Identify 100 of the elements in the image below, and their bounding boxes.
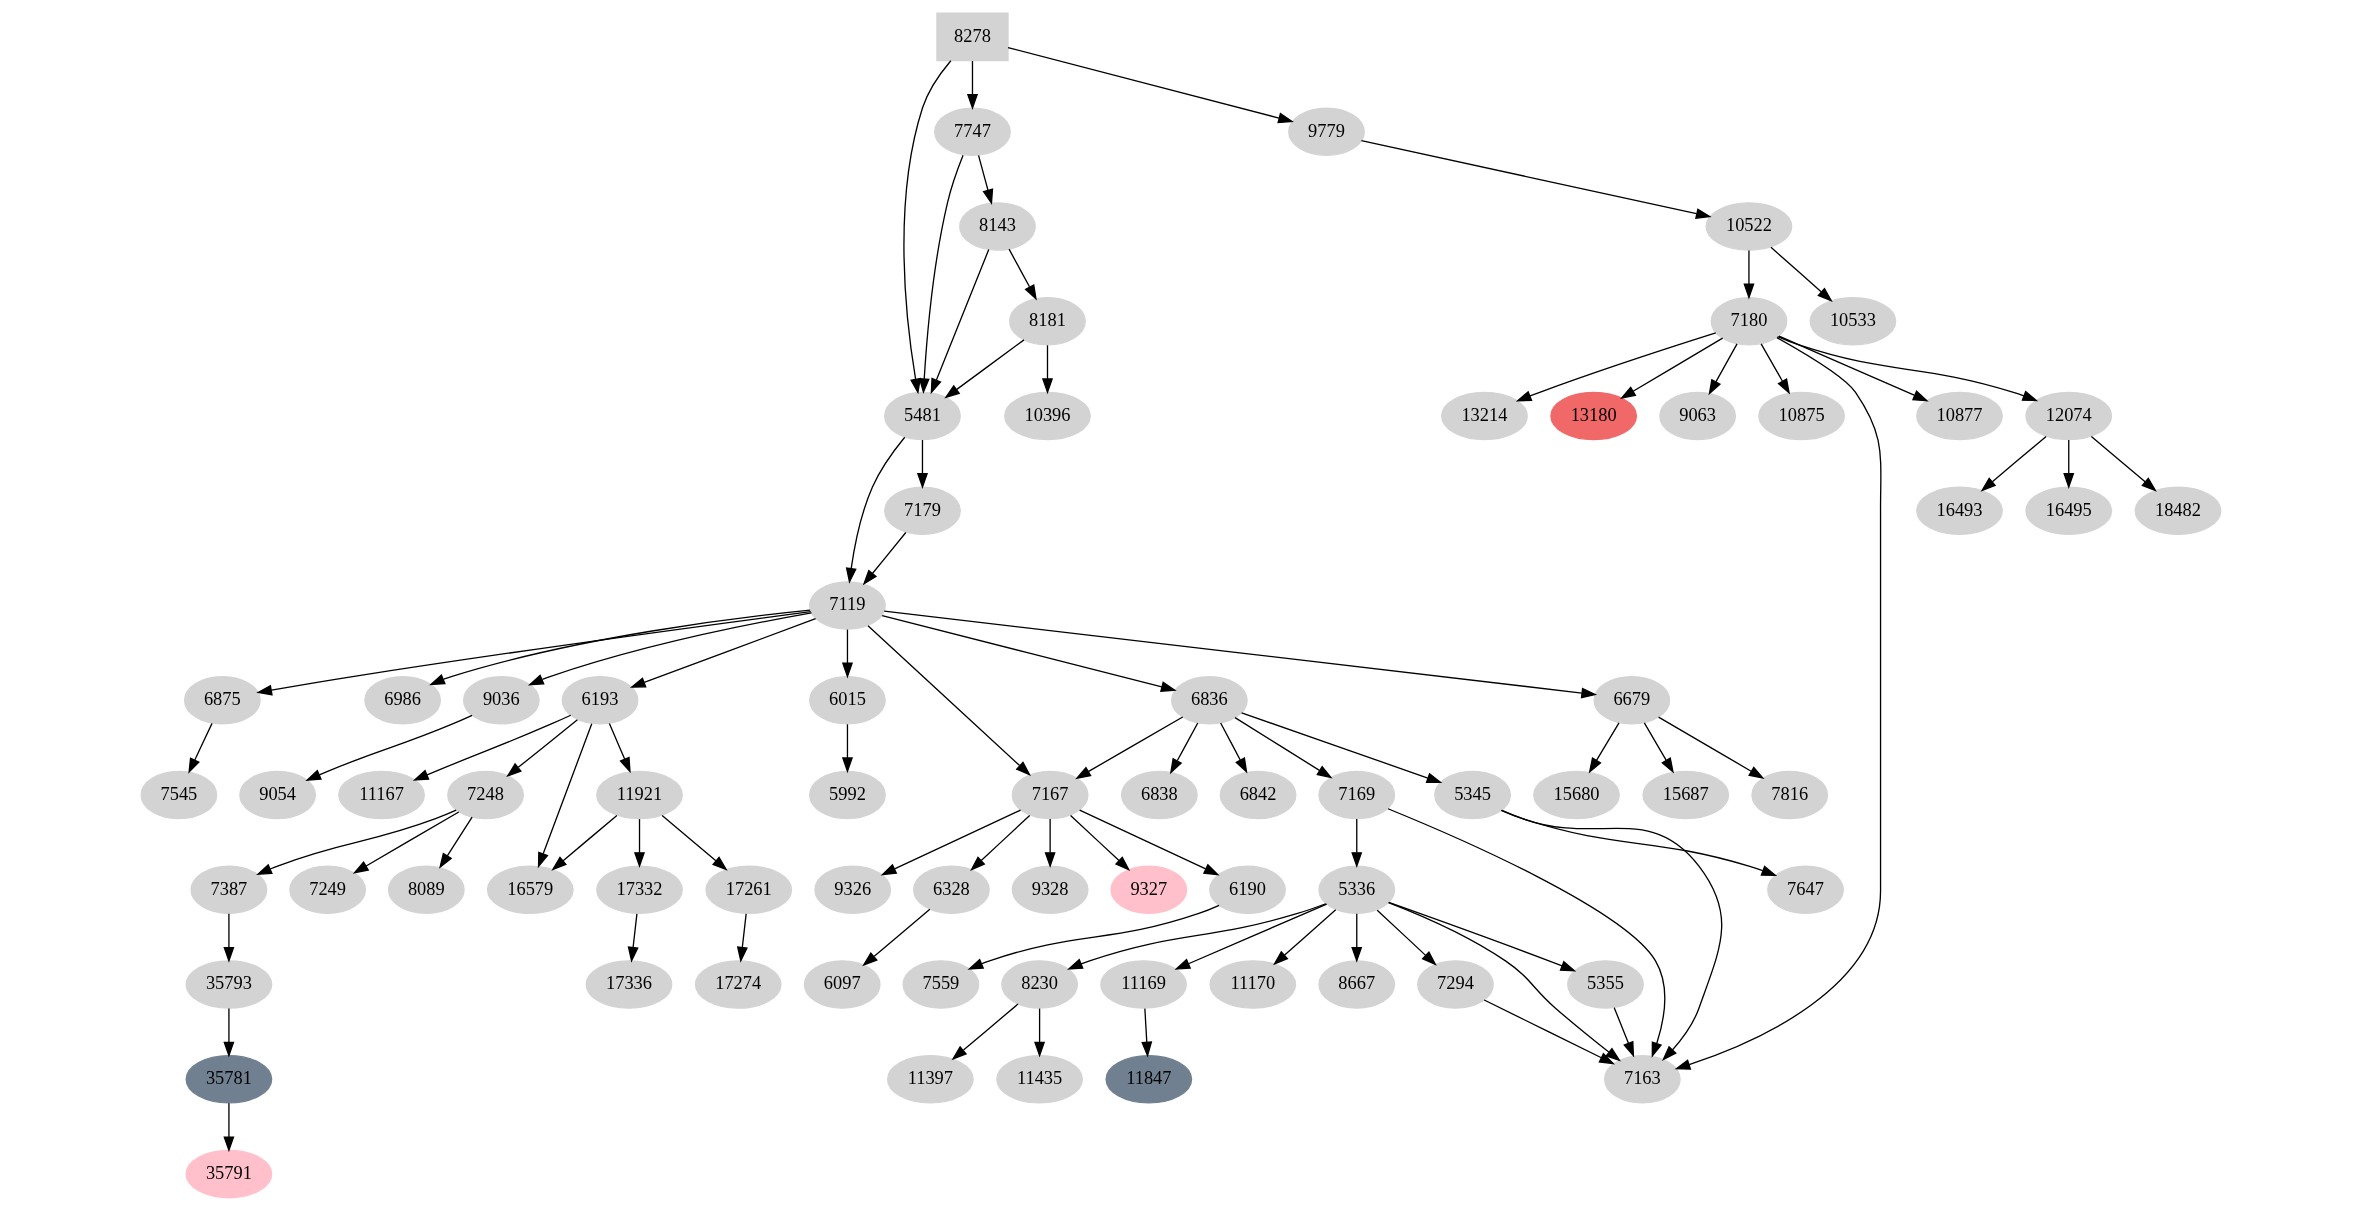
- arrow: [951, 1003, 1019, 1061]
- node-ellipse: 7816: [1751, 770, 1829, 820]
- node-ellipse: 5481: [884, 391, 961, 441]
- arrow: [223, 913, 235, 963]
- node-ellipse: 17336: [585, 960, 673, 1009]
- arrow: [1387, 901, 1621, 1062]
- arrow: [352, 811, 460, 874]
- arrow: [1643, 722, 1674, 774]
- node-ellipse: 6836: [1170, 675, 1248, 725]
- arrow: [1657, 716, 1765, 779]
- arrow: [1069, 814, 1131, 872]
- arrow: [918, 154, 964, 395]
- arrow: [439, 816, 473, 869]
- arrow: [1777, 335, 2039, 402]
- node-ellipse: 11167: [338, 770, 425, 820]
- node-ellipse: 17332: [596, 865, 683, 915]
- node-ellipse: 6015: [809, 675, 886, 725]
- node-box: 8278: [936, 12, 1009, 62]
- arrow: [188, 722, 213, 774]
- arrow: [1980, 435, 2047, 492]
- node-ellipse: 7167: [1011, 770, 1089, 820]
- node-ellipse: 17274: [694, 960, 782, 1009]
- node-ellipse: 6838: [1120, 770, 1198, 820]
- arrow: [967, 904, 1220, 970]
- arrow: [970, 814, 1031, 872]
- arrow: [551, 814, 618, 871]
- node-ellipse: 16495: [2025, 486, 2113, 536]
- arrow: [881, 615, 1177, 693]
- arrow: [916, 439, 928, 489]
- arrow: [1708, 343, 1738, 396]
- arrow: [862, 908, 931, 967]
- arrow: [1220, 722, 1248, 774]
- arrow: [1613, 1007, 1635, 1058]
- arrow: [736, 913, 748, 963]
- node-ellipse: 9779: [1288, 107, 1365, 157]
- node-ellipse: 35791: [185, 1149, 273, 1199]
- arrow: [1273, 909, 1337, 966]
- node-ellipse: 9063: [1659, 391, 1737, 441]
- arrow: [1034, 1007, 1046, 1058]
- arrow: [1351, 913, 1363, 963]
- arrow: [862, 531, 907, 586]
- node-ellipse: 9054: [239, 770, 317, 820]
- node-ellipse: 7747: [934, 107, 1011, 157]
- node-ellipse: 35793: [185, 960, 273, 1009]
- arrow: [537, 723, 593, 869]
- node-ellipse: 5336: [1318, 865, 1396, 915]
- arrow: [1351, 818, 1363, 868]
- arrow: [1174, 903, 1328, 970]
- node-ellipse: 35781: [185, 1054, 273, 1104]
- node-ellipse: 5355: [1567, 960, 1644, 1009]
- node-ellipse: 7559: [902, 960, 980, 1009]
- node-ellipse: 8089: [387, 865, 465, 915]
- node-ellipse: 6190: [1209, 865, 1286, 915]
- arrow: [1008, 248, 1037, 301]
- node-ellipse: 11921: [596, 770, 683, 820]
- node-ellipse: 5992: [809, 770, 886, 820]
- node-ellipse: 6842: [1219, 770, 1297, 820]
- node-ellipse: 11169: [1100, 960, 1187, 1009]
- arrow: [966, 60, 979, 110]
- node-ellipse: 6097: [803, 960, 881, 1009]
- arrow: [880, 809, 1022, 876]
- node-ellipse: 5345: [1434, 770, 1511, 820]
- node-ellipse: 11435: [996, 1054, 1083, 1104]
- node-ellipse: 8667: [1318, 960, 1396, 1009]
- arrow: [223, 1102, 235, 1153]
- node-ellipse: 12074: [2025, 391, 2113, 441]
- arrow: [930, 248, 990, 395]
- node-ellipse: 7248: [447, 770, 524, 820]
- arrow: [883, 610, 1598, 699]
- node-ellipse: 16493: [1916, 486, 2003, 536]
- arrow: [1778, 335, 1929, 402]
- arrow: [1169, 722, 1199, 775]
- arrow: [1770, 246, 1833, 303]
- arrow: [1241, 712, 1443, 784]
- node-ellipse: 7179: [884, 486, 961, 536]
- arrow: [1501, 809, 1723, 1061]
- node-ellipse: 7647: [1767, 865, 1844, 915]
- arrow: [412, 714, 572, 781]
- node-ellipse: 6679: [1593, 675, 1671, 725]
- node-ellipse: 13214: [1441, 391, 1528, 441]
- arrow: [2090, 435, 2157, 492]
- node-ellipse: 10875: [1758, 391, 1845, 441]
- arrow: [841, 628, 853, 679]
- arrow: [1041, 344, 1054, 395]
- node-ellipse: 10396: [1004, 391, 1091, 441]
- node-ellipse: 9326: [814, 865, 892, 915]
- arrow: [1760, 343, 1791, 395]
- arrow: [1620, 337, 1724, 400]
- arrow: [1360, 140, 1712, 220]
- node-ellipse: 7294: [1417, 960, 1494, 1009]
- arrow: [845, 436, 906, 584]
- arrow: [527, 612, 813, 686]
- node-ellipse: 6986: [364, 675, 442, 725]
- arrow: [1234, 716, 1333, 779]
- arrow: [608, 722, 631, 774]
- arrow: [256, 610, 812, 696]
- arrow: [1483, 999, 1615, 1065]
- node-ellipse: 7163: [1603, 1054, 1681, 1104]
- node-ellipse: 9328: [1011, 865, 1089, 915]
- arrow: [841, 723, 853, 774]
